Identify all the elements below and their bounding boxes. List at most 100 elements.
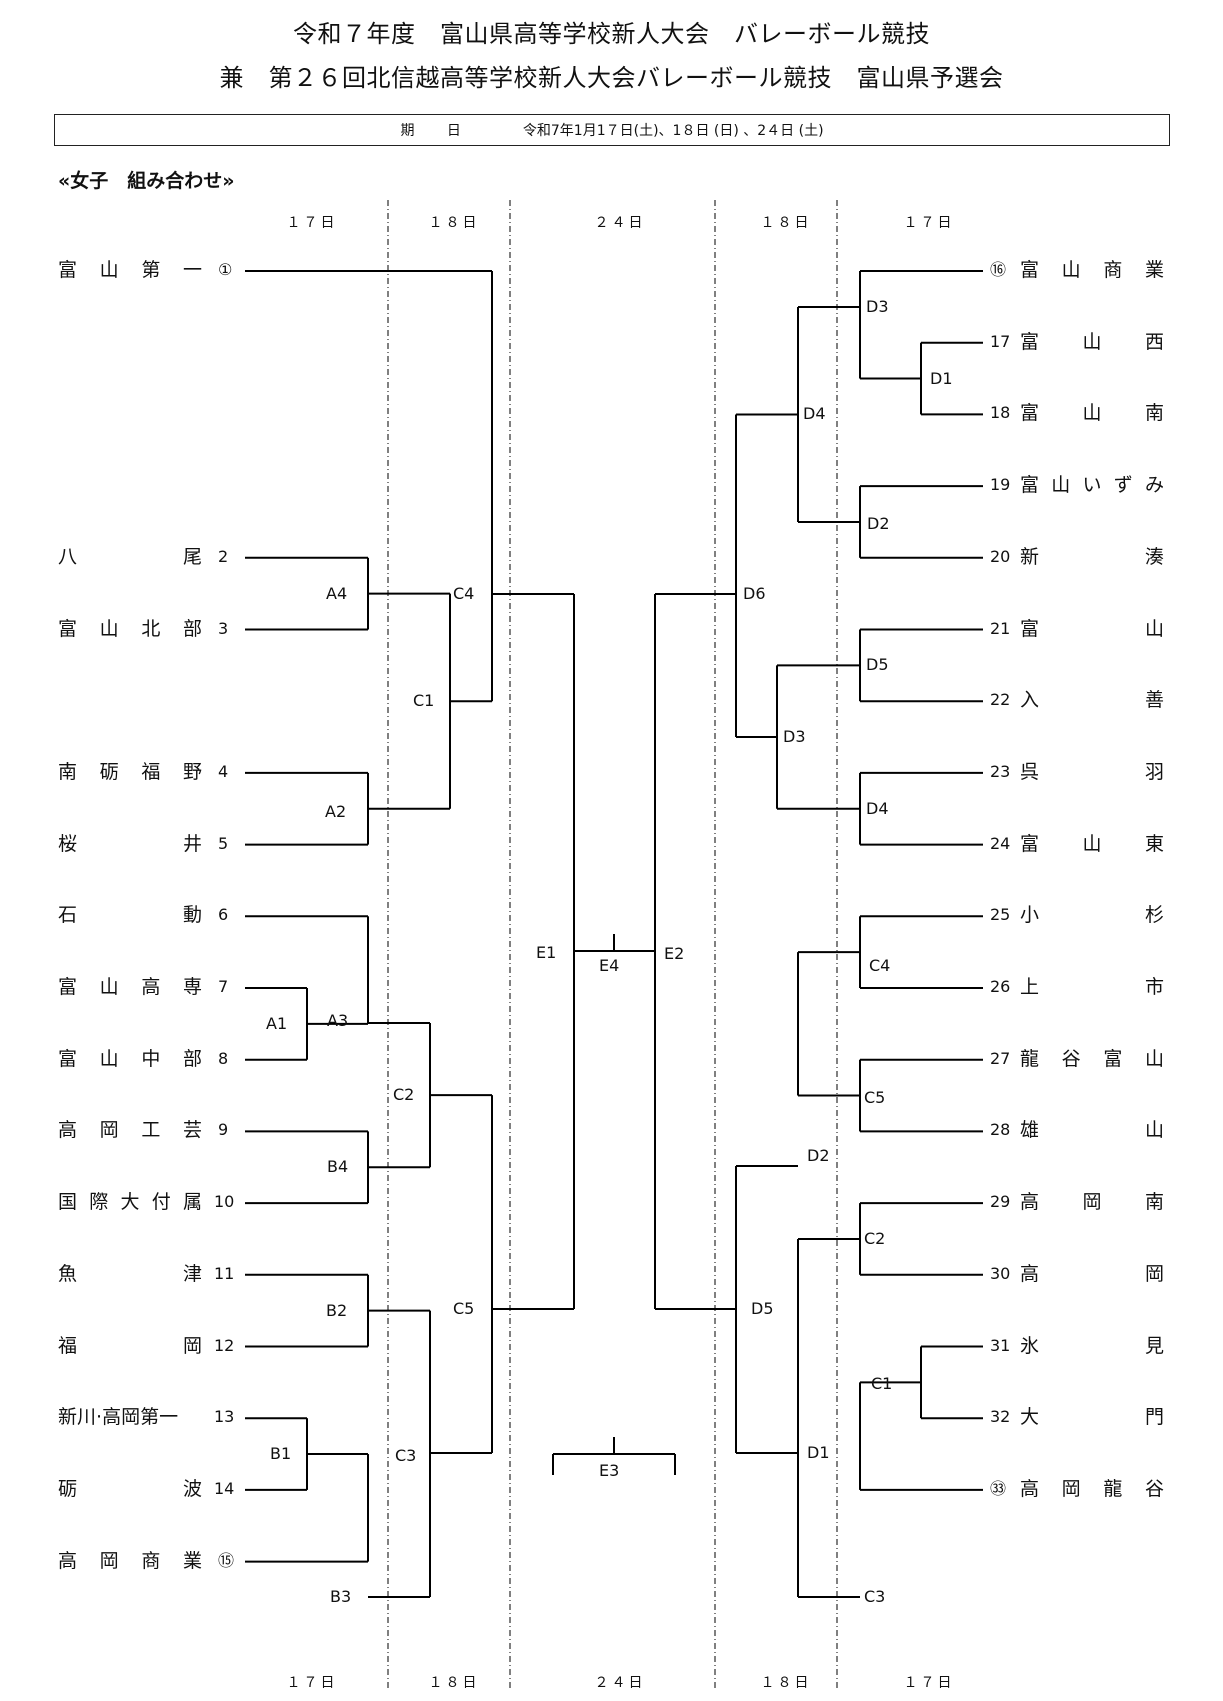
team-seed: 5 [218, 833, 229, 853]
match-label: D4 [866, 798, 889, 818]
day-header: １８日 [428, 215, 480, 231]
team-left: 富山第一 [58, 258, 202, 282]
team-left: 桜井 [58, 832, 202, 856]
team-seed: 18 [990, 403, 1011, 423]
team-right: 高岡龍谷 [1020, 1477, 1164, 1501]
match-label: C3 [864, 1587, 886, 1606]
team-name: 富山中部 [58, 1047, 202, 1070]
team-right: 富山南 [1020, 401, 1164, 425]
team-seed: 32 [990, 1407, 1011, 1427]
team-seed: 3 [218, 618, 229, 638]
team-right: 呉羽 [1020, 760, 1164, 784]
team-seed: 23 [990, 761, 1011, 781]
team-right: 雄山 [1020, 1118, 1164, 1142]
team-right: 富山いずみ [1020, 473, 1164, 497]
team-name: 砺波 [58, 1477, 202, 1500]
team-right: 高岡南 [1020, 1190, 1164, 1214]
team-seed: 24 [990, 833, 1011, 853]
team-right: 龍谷富山 [1020, 1047, 1164, 1071]
team-right: 富山西 [1020, 330, 1164, 354]
match-label: A2 [325, 801, 347, 821]
team-seed: 30 [990, 1263, 1011, 1283]
team-name: 高岡商業 [58, 1549, 202, 1572]
team-seed: 8 [218, 1048, 229, 1068]
team-name: 桜井 [58, 832, 202, 855]
match-label: C1 [871, 1374, 893, 1394]
match-label: B1 [270, 1444, 292, 1464]
team-left: 高岡商業 [58, 1549, 202, 1573]
match-label: D5 [866, 655, 889, 675]
team-name: 富山商業 [1020, 259, 1164, 281]
match-label: C5 [453, 1299, 475, 1318]
match-label: C1 [413, 691, 435, 711]
match-label: C5 [864, 1087, 886, 1107]
team-seed: 2 [218, 546, 229, 566]
team-left: 高岡工芸 [58, 1118, 202, 1142]
team-name: 上市 [1020, 976, 1164, 998]
team-right: 高岡 [1020, 1262, 1164, 1286]
team-name: 富山西 [1020, 330, 1164, 353]
match-label: C3 [395, 1446, 417, 1465]
match-label: E4 [599, 956, 620, 975]
date-box: 期 日 令和7年1月1７日(土)、1８日 (日) 、2４日 (土) [54, 114, 1170, 146]
team-name: 高岡工芸 [58, 1119, 202, 1142]
match-label: B3 [330, 1587, 352, 1606]
match-label: E3 [599, 1461, 620, 1480]
team-seed: 29 [990, 1192, 1011, 1212]
team-seed: 25 [990, 905, 1011, 925]
team-right: 大門 [1020, 1405, 1164, 1429]
team-seed: 22 [990, 690, 1011, 710]
section-title: «女子 組み合わせ» [58, 170, 235, 192]
team-right: 富山 [1020, 617, 1164, 641]
date-label: 期 日 [400, 123, 475, 139]
match-label: D6 [743, 584, 766, 603]
team-left: 砺波 [58, 1477, 202, 1501]
team-seed: 6 [218, 905, 229, 925]
match-label: B2 [326, 1300, 348, 1320]
team-name: 南砺福野 [58, 760, 202, 783]
team-name: 国際大付属 [58, 1191, 202, 1214]
team-name: 雄山 [1020, 1119, 1164, 1142]
team-name: 呉羽 [1020, 760, 1164, 783]
team-seed: 20 [990, 546, 1011, 566]
team-name: 新川·高岡第一 [58, 1406, 179, 1429]
team-seed: 13 [214, 1407, 235, 1427]
team-seed: ⑯ [990, 260, 1007, 279]
team-name: 入善 [1020, 689, 1164, 712]
match-label: E1 [536, 943, 557, 962]
team-seed: ① [218, 260, 233, 279]
match-label: D2 [867, 513, 890, 533]
team-right: 富山東 [1020, 832, 1164, 856]
title-line-2: 兼 第２６回北信越高等学校新人大会バレーボール競技 富山県予選会 [219, 64, 1004, 92]
title-line-1: 令和７年度 富山県高等学校新人大会 バレーボール競技 [293, 20, 930, 48]
team-seed: 31 [990, 1335, 1011, 1355]
team-seed: ⑮ [218, 1550, 235, 1570]
team-name: 小杉 [1020, 904, 1164, 927]
day-header: １７日 [903, 1675, 955, 1691]
team-name: 龍谷富山 [1020, 1047, 1164, 1070]
day-header: １７日 [286, 215, 338, 231]
team-name: 富山北部 [58, 617, 202, 640]
team-right: 上市 [1020, 975, 1164, 999]
team-seed: 12 [214, 1335, 235, 1355]
team-left: 石動 [58, 903, 202, 927]
day-header: １７日 [903, 215, 955, 231]
match-label: C2 [393, 1085, 415, 1105]
match-label: D3 [866, 297, 889, 316]
team-seed: ㉝ [990, 1478, 1007, 1498]
team-name: 大門 [1020, 1406, 1164, 1429]
match-label: E2 [664, 944, 685, 963]
team-name: 富山東 [1020, 832, 1164, 855]
team-seed: 27 [990, 1048, 1011, 1068]
match-label: D5 [751, 1299, 774, 1318]
team-seed: 14 [214, 1478, 235, 1498]
team-seed: 9 [218, 1120, 229, 1140]
day-header: １８日 [760, 215, 812, 231]
team-name: 福岡 [58, 1334, 202, 1357]
date-value: 令和7年1月1７日(土)、1８日 (日) 、2４日 (土) [522, 123, 824, 139]
match-label: A4 [326, 583, 348, 603]
day-header: ２４日 [594, 215, 646, 231]
match-label: A1 [266, 1013, 288, 1033]
team-right: 入善 [1020, 688, 1164, 712]
team-left: 福岡 [58, 1334, 202, 1358]
